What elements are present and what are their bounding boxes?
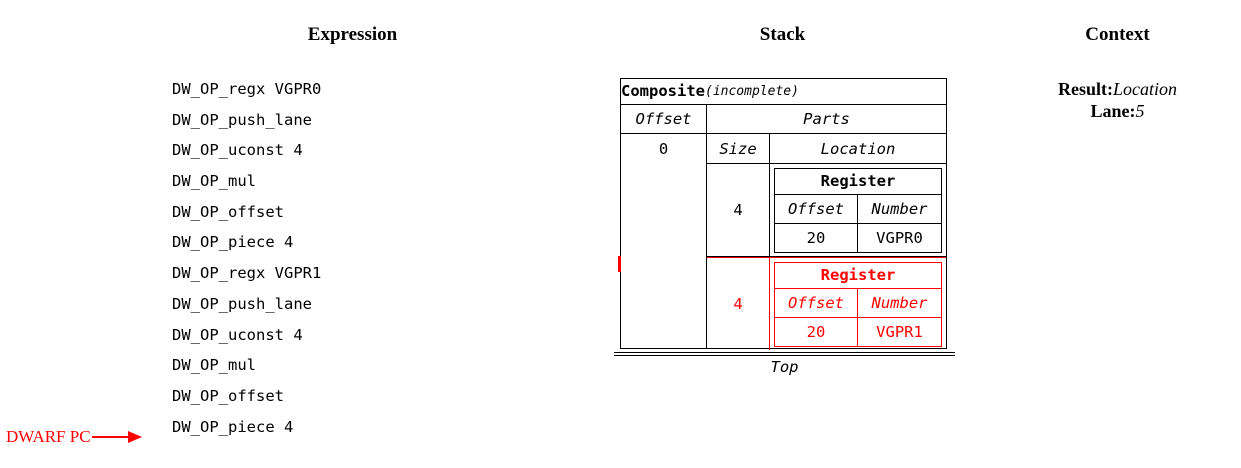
expression-line: DW_OP_regx VGPR0: [172, 80, 322, 98]
expression-line: DW_OP_push_lane: [172, 110, 312, 129]
register-offset-value: 20: [775, 223, 858, 252]
composite-offset-column: Offset 0: [621, 105, 707, 349]
dwarf-pc-marker: DWARF PC: [6, 425, 144, 449]
context-lane-line: Lane:5: [1010, 100, 1225, 122]
register-location-table: Register Offset Number 20 VGPR0: [774, 167, 942, 253]
expression-line: DW_OP_piece 4: [172, 417, 294, 436]
composite-title-row: Composite(incomplete): [621, 79, 946, 105]
stack-bottom-rule: [614, 352, 955, 356]
page-title-context: Context: [1085, 24, 1150, 45]
part-location-cell: Register Offset Number 20 VGPR0: [770, 164, 946, 256]
composite-parts-subheader: Size Location: [707, 134, 946, 164]
context-result-line: Result:Location: [1010, 78, 1225, 100]
register-number-value: VGPR1: [876, 322, 923, 341]
register-header-row: Offset Number: [775, 288, 941, 318]
expression-line: DW_OP_regx VGPR1: [172, 264, 322, 283]
stack-composite-table: Composite(incomplete) Offset 0 Parts Siz…: [620, 78, 947, 350]
highlight-edge-tick: [618, 256, 621, 272]
part-size-value: 4: [707, 164, 770, 256]
register-number-header: Number: [871, 199, 928, 218]
dwarf-pc-label: DWARF PC: [6, 427, 91, 446]
part-location-cell: Register Offset Number 20 VGPR1: [770, 257, 946, 350]
context-lane-key: Lane:: [1090, 101, 1136, 121]
context-panel: Result:Location Lane:5: [1010, 78, 1225, 122]
expression-line: DW_OP_push_lane: [172, 294, 312, 313]
arrow-right-icon: [91, 431, 144, 443]
page-title-expression: Expression: [307, 24, 398, 45]
expression-line: DW_OP_piece 4: [172, 233, 294, 252]
composite-title: Composite: [621, 82, 705, 100]
register-location-table: Register Offset Number 20 VGPR1: [774, 261, 942, 347]
composite-body: Offset 0 Parts Size Location 4 Register …: [621, 105, 946, 350]
register-offset-value: 20: [775, 317, 858, 346]
context-lane-value: 5: [1135, 101, 1145, 121]
composite-parts-header: Parts: [707, 105, 946, 134]
expression-line: DW_OP_offset: [172, 202, 284, 221]
register-title: Register: [775, 263, 941, 289]
expression-line: DW_OP_offset: [172, 386, 284, 405]
register-number-value: VGPR0: [876, 228, 923, 247]
composite-part-row-highlighted: 4 Register Offset Number 20 VGPR1: [707, 257, 946, 350]
context-result-value: Location: [1112, 79, 1177, 99]
register-value-row: 20 VGPR1: [775, 317, 941, 346]
composite-offset-value: 0: [658, 140, 669, 158]
context-result-key: Result:: [1057, 79, 1113, 99]
expression-listing: DW_OP_regx VGPR0 DW_OP_push_lane DW_OP_u…: [172, 74, 321, 442]
register-title: Register: [775, 169, 941, 195]
composite-part-row: 4 Register Offset Number 20 VGPR0: [707, 164, 946, 257]
register-header-row: Offset Number: [775, 194, 941, 224]
expression-line: DW_OP_mul: [172, 172, 256, 191]
expression-line: DW_OP_uconst 4: [172, 325, 303, 344]
composite-parts-column: Parts Size Location 4 Register Offset Nu…: [707, 105, 946, 350]
composite-qualifier: (incomplete): [705, 84, 799, 99]
composite-location-header: Location: [820, 140, 896, 158]
stack-top-label: Top: [770, 358, 799, 376]
register-offset-header: Offset: [775, 194, 858, 223]
composite-offset-header: Offset: [621, 105, 706, 134]
expression-line: DW_OP_mul: [172, 356, 256, 375]
register-number-header: Number: [871, 293, 928, 312]
expression-line: DW_OP_uconst 4: [172, 141, 303, 160]
composite-size-header: Size: [707, 134, 770, 163]
part-size-value: 4: [707, 257, 770, 350]
register-value-row: 20 VGPR0: [775, 223, 941, 252]
register-offset-header: Offset: [775, 288, 858, 317]
page-title-stack: Stack: [759, 24, 806, 45]
